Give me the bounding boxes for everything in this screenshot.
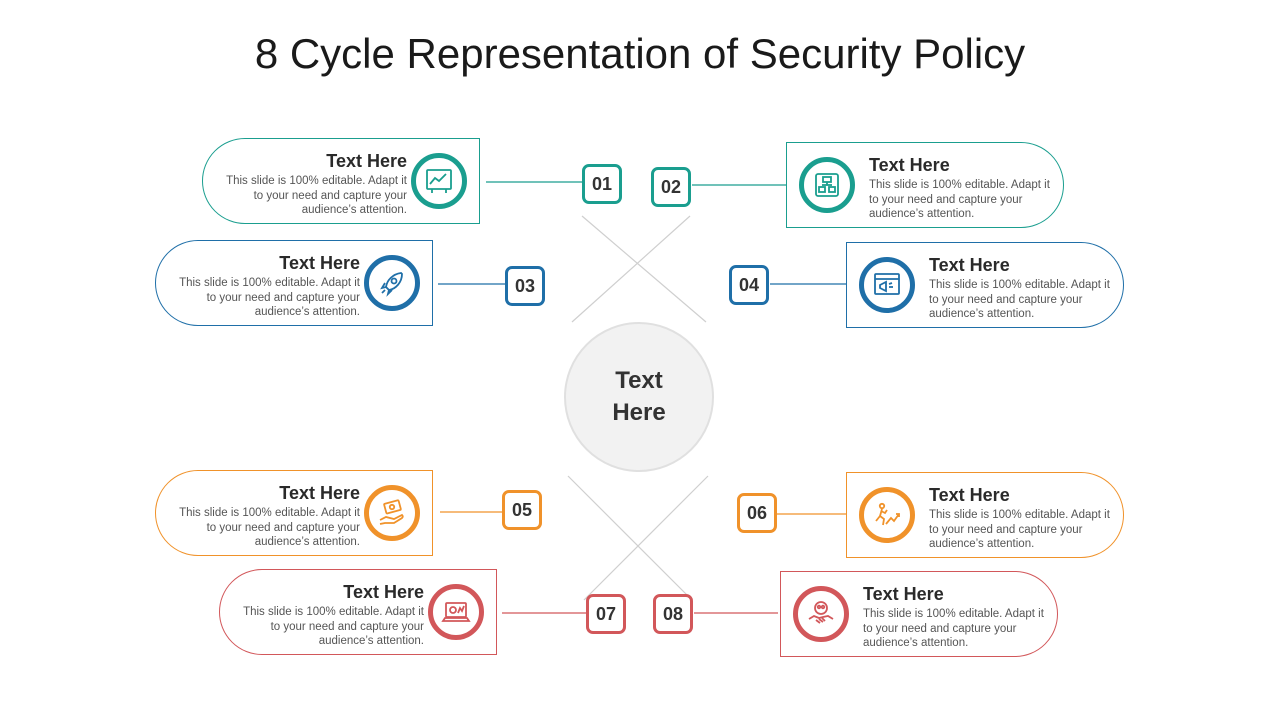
card-body: This slide is 100% editable. Adapt it to… xyxy=(179,507,360,548)
card-08: Text Here This slide is 100% editable. A… xyxy=(780,571,1058,657)
card-heading: Text Here xyxy=(279,253,360,273)
card-02: Text Here This slide is 100% editable. A… xyxy=(786,142,1064,228)
card-body: This slide is 100% editable. Adapt it to… xyxy=(929,509,1110,550)
chart-board-icon xyxy=(411,153,467,209)
card-body: This slide is 100% editable. Adapt it to… xyxy=(243,606,424,647)
step-number-03: 03 xyxy=(505,266,545,306)
card-03: Text Here This slide is 100% editable. A… xyxy=(155,240,433,326)
card-heading: Text Here xyxy=(929,485,1010,505)
card-heading: Text Here xyxy=(863,584,944,604)
running-growth-icon xyxy=(859,487,915,543)
step-number-01: 01 xyxy=(582,164,622,204)
card-heading: Text Here xyxy=(279,483,360,503)
card-06: Text Here This slide is 100% editable. A… xyxy=(846,472,1124,558)
card-05: Text Here This slide is 100% editable. A… xyxy=(155,470,433,556)
organization-chart-icon xyxy=(799,157,855,213)
slide-title: 8 Cycle Representation of Security Polic… xyxy=(254,30,1026,77)
card-body: This slide is 100% editable. Adapt it to… xyxy=(179,277,360,318)
laptop-presentation-icon xyxy=(428,584,484,640)
card-04: Text Here This slide is 100% editable. A… xyxy=(846,242,1124,328)
step-number-05: 05 xyxy=(502,490,542,530)
card-body: This slide is 100% editable. Adapt it to… xyxy=(226,175,407,216)
card-body: This slide is 100% editable. Adapt it to… xyxy=(863,608,1044,649)
card-body: This slide is 100% editable. Adapt it to… xyxy=(869,179,1050,220)
step-number-02: 02 xyxy=(651,167,691,207)
card-heading: Text Here xyxy=(869,155,950,175)
card-heading: Text Here xyxy=(343,582,424,602)
center-circle: Text Here xyxy=(564,322,714,472)
money-hand-icon xyxy=(364,485,420,541)
center-label: Text Here xyxy=(612,367,666,426)
card-01: Text Here This slide is 100% editable. A… xyxy=(202,138,480,224)
rocket-icon xyxy=(364,255,420,311)
card-07: Text Here This slide is 100% editable. A… xyxy=(219,569,497,655)
step-number-04: 04 xyxy=(729,265,769,305)
card-heading: Text Here xyxy=(326,151,407,171)
megaphone-browser-icon xyxy=(859,257,915,313)
step-number-06: 06 xyxy=(737,493,777,533)
step-number-08: 08 xyxy=(653,594,693,634)
card-heading: Text Here xyxy=(929,255,1010,275)
card-body: This slide is 100% editable. Adapt it to… xyxy=(929,279,1110,320)
handshake-team-icon xyxy=(793,586,849,642)
step-number-07: 07 xyxy=(586,594,626,634)
